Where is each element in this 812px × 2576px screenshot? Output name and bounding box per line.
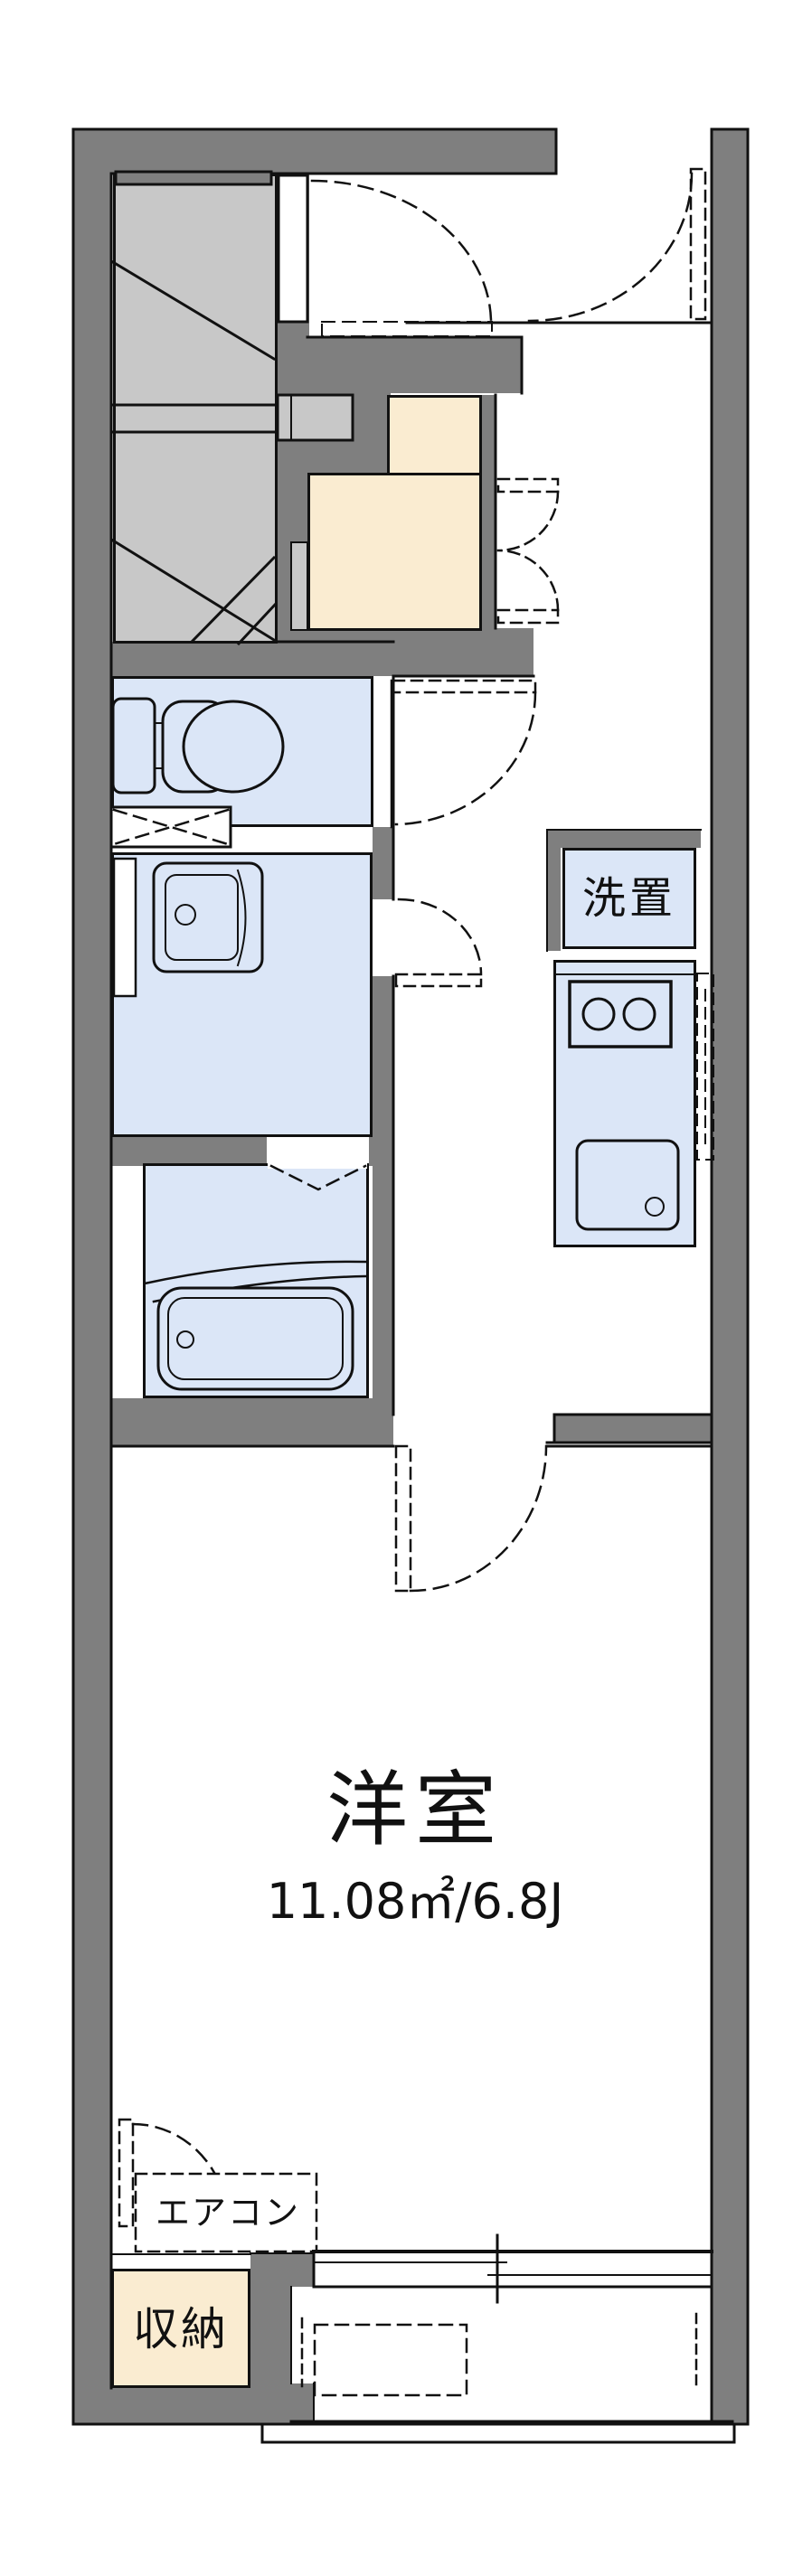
wall-left-outer	[73, 129, 111, 2424]
wall-entry-left	[307, 393, 391, 476]
staircase	[113, 174, 278, 644]
stair-door	[277, 174, 493, 337]
front-door	[405, 167, 713, 324]
genkan-upper	[387, 395, 482, 476]
wall-genkan-right	[482, 395, 496, 630]
storage-label: 収納	[133, 2303, 229, 2355]
wall-washer-top	[547, 830, 701, 848]
wall-storage-right	[250, 2269, 291, 2424]
kitchen-unit	[553, 960, 696, 1247]
bathroom	[143, 1163, 369, 1398]
western-room-label: 洋室	[326, 1763, 504, 1857]
wall-washbath-right	[369, 1137, 393, 1166]
wall-room-top-right	[554, 1415, 712, 1443]
genkan-lower	[307, 473, 482, 631]
wall-top-outer	[73, 129, 556, 174]
wall-stair-right	[276, 174, 309, 644]
sliding-window-icon	[312, 2233, 713, 2304]
wall-corridor-divider-lower	[373, 976, 393, 1446]
toilet-room	[111, 676, 373, 827]
wall-entry-band	[307, 337, 522, 393]
wall-toilet-top	[73, 642, 393, 676]
aircon-label: エアコン	[155, 2193, 301, 2233]
balcony	[260, 2312, 736, 2444]
wall-bath-bottom	[73, 1398, 393, 1446]
wall-storage-right-top	[250, 2253, 314, 2287]
shoe-cabinet-doors	[496, 477, 560, 625]
wall-right-outer	[712, 129, 748, 2424]
wall-washbath-left	[111, 1137, 267, 1166]
toilet-door	[390, 679, 537, 829]
washroom	[111, 852, 373, 1137]
wall-washer-left	[547, 830, 561, 951]
wall-storage-right-bottom	[291, 2383, 314, 2424]
washroom-door	[394, 898, 483, 988]
western-room-area: 11.08㎡/6.8J	[266, 1873, 564, 1930]
wall-corridor-divider-upper	[373, 827, 393, 899]
washer-space-label: 洗置	[581, 873, 677, 924]
